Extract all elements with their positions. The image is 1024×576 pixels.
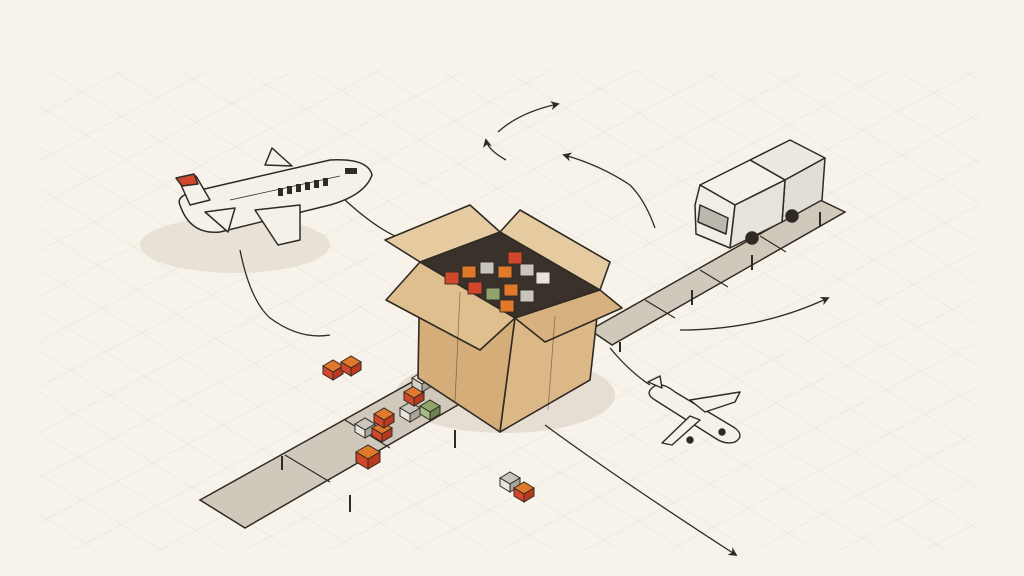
flow-arrow-icon (544, 424, 738, 556)
package-cube-icon (444, 271, 460, 285)
flow-arrow-icon (609, 347, 651, 386)
delivery-truck-icon (694, 139, 826, 249)
package-cube-icon (340, 355, 362, 377)
package-cube-icon (419, 399, 441, 421)
flow-arrows (239, 101, 830, 556)
package-cube-icon (479, 261, 495, 275)
package-cube-icon (513, 481, 535, 503)
flow-arrow-icon (497, 101, 560, 133)
package-cube-icon (485, 287, 501, 301)
package-cube-icon (461, 265, 477, 279)
package-cube-icon (503, 283, 519, 297)
package-cube-icon (399, 401, 421, 423)
flow-arrow-icon (239, 249, 331, 337)
package-cube-icon (535, 271, 551, 285)
package-cube-icon (519, 263, 535, 277)
package-cube-icon (519, 289, 535, 303)
package-cube-icon (497, 265, 513, 279)
package-cube-icon (355, 444, 381, 470)
package-cube-icon (373, 407, 395, 429)
flow-arrow-icon (562, 152, 656, 229)
package-cube-icon (499, 299, 515, 313)
package-cube-icon (507, 251, 523, 265)
package-cube-icon (467, 281, 483, 295)
small-airplane-icon (647, 375, 741, 446)
box-contents (444, 251, 551, 313)
flow-arrow-icon (679, 296, 830, 331)
jet-airplane-icon (175, 147, 373, 246)
flow-arrow-icon (482, 138, 507, 161)
package-cube-icon (499, 471, 521, 493)
package-cube-icon (322, 359, 344, 381)
